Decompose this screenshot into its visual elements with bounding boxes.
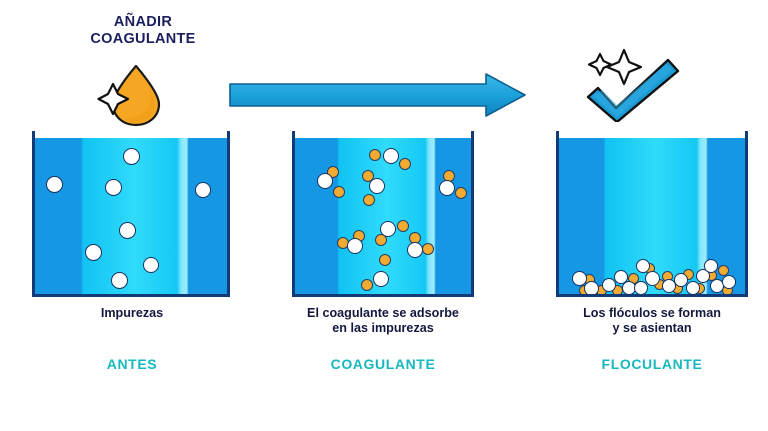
water-before: [35, 138, 227, 294]
particles-before: [35, 138, 227, 294]
coagulant-particle: [379, 254, 391, 266]
caption-flocculant: Los flóculos se forman y se asientan: [583, 306, 721, 336]
impurity-particle: [407, 242, 423, 258]
water-coagulant: [295, 138, 471, 294]
phase-label-before: ANTES: [106, 356, 158, 372]
impurity-particle: [317, 173, 333, 189]
stage-before: [32, 131, 230, 297]
impurity-particle: [110, 271, 128, 289]
impurity-particle: [439, 180, 455, 196]
beaker-before: [32, 131, 230, 297]
impurity-particle: [696, 269, 710, 283]
impurity-particle: [143, 257, 159, 273]
impurity-particle: [380, 221, 396, 237]
impurity-particle: [122, 147, 140, 165]
impurity-particle: [118, 221, 136, 239]
impurity-particle: [84, 243, 102, 261]
phase-label-coagulant: COAGULANTE: [330, 356, 436, 372]
impurity-particle: [636, 259, 650, 273]
impurity-particle: [614, 270, 628, 284]
impurity-particle: [571, 270, 587, 286]
caption-before: Impurezas: [100, 306, 164, 320]
impurity-particle: [602, 278, 616, 292]
coagulant-particle: [397, 220, 409, 232]
impurity-particle: [369, 178, 385, 194]
impurity-particle: [373, 271, 389, 287]
orange-droplet-sparkle-icon: [96, 62, 172, 128]
stage-flocculant: [556, 131, 748, 297]
coagulant-particle: [455, 187, 467, 199]
coagulant-particle: [361, 279, 373, 291]
impurity-particle: [662, 279, 676, 293]
impurity-particle: [104, 178, 122, 196]
caption-coagulant: El coagulante se adsorbe en las impureza…: [307, 306, 459, 336]
particles-coagulant: [295, 138, 471, 294]
coagulant-particle: [369, 149, 381, 161]
water-flocculant: [559, 138, 745, 294]
phase-label-flocculant: FLOCULANTE: [601, 356, 703, 372]
add-coagulant-block: AÑADIR COAGULANTE: [58, 14, 228, 48]
coagulant-particle: [375, 234, 387, 246]
coagulant-particle: [717, 264, 729, 276]
beaker-coagulant: [292, 131, 474, 297]
coagulant-particle: [363, 194, 375, 206]
impurity-particle: [634, 281, 648, 294]
impurity-particle: [704, 259, 718, 273]
impurity-particle: [722, 275, 736, 289]
impurity-particle: [674, 273, 688, 287]
right-arrow-icon: [228, 72, 528, 118]
impurity-particle: [383, 148, 399, 164]
stage-coagulant: [292, 131, 474, 297]
coagulant-particle: [399, 158, 411, 170]
impurity-particle: [583, 280, 599, 294]
blue-check-sparkle-icon: [580, 46, 690, 124]
impurity-particle: [195, 182, 211, 198]
add-coagulant-title: AÑADIR COAGULANTE: [90, 14, 196, 48]
impurity-particle: [644, 270, 660, 286]
coagulant-particle: [333, 186, 345, 198]
impurity-particle: [686, 281, 700, 294]
coagulant-particle: [422, 243, 434, 255]
impurity-particle: [45, 175, 63, 193]
impurity-particle: [347, 238, 363, 254]
beaker-flocculant: [556, 131, 748, 297]
particles-flocculant: [559, 138, 745, 294]
